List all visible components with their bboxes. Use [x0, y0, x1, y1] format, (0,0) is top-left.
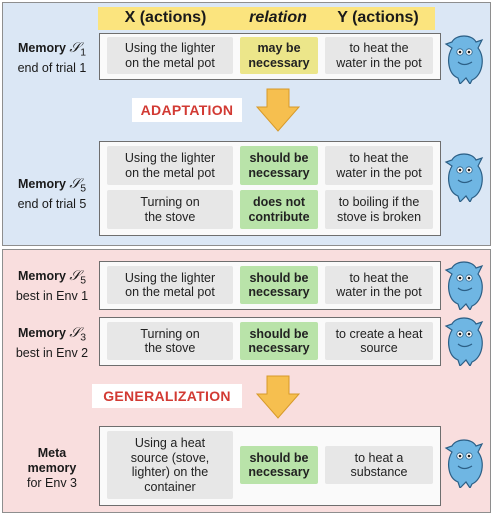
memory-word: Memory: [17, 269, 66, 283]
action-x-cell: Turning on the stove: [107, 322, 233, 360]
memory-subscript: 1: [80, 47, 87, 59]
memory-symbol: 𝒮: [69, 325, 81, 341]
blue-creature-mascot-icon: [444, 261, 484, 310]
action-y-cell: to heat the water in the pot: [325, 146, 433, 185]
memory-s5-group: Using the lighter on the metal pot shoul…: [99, 141, 441, 236]
memory-env1-group: Using the lighter on the metal pot shoul…: [99, 261, 441, 310]
memory-caption: for Env 3: [26, 476, 78, 490]
action-y-cell: to create a heat source: [325, 322, 433, 360]
memory-env2-label: Memory 𝒮3 best in Env 2: [6, 326, 98, 361]
header-relation: relation: [249, 9, 307, 26]
blue-creature-mascot-icon: [444, 439, 484, 488]
action-x-cell: Using the lighter on the metal pot: [107, 37, 233, 74]
memory-symbol: 𝒮: [69, 176, 81, 192]
adaptation-label: ADAPTATION: [132, 98, 242, 122]
down-arrow-icon: [255, 375, 301, 419]
memory-word: Memory: [17, 326, 66, 340]
column-header-band: [98, 7, 435, 30]
memory-s1-label: Memory 𝒮1 end of trial 1: [6, 41, 98, 76]
relation-cell: should be necessary: [240, 322, 318, 360]
memory-caption: best in Env 2: [15, 345, 89, 360]
memory-word: Memory: [17, 41, 66, 55]
action-y-cell: to heat the water in the pot: [325, 37, 433, 74]
action-x-cell: Turning on the stove: [107, 190, 233, 229]
relation-cell: may be necessary: [240, 37, 318, 74]
meta-memory-label: Meta memory for Env 3: [6, 446, 98, 491]
relation-cell: should be necessary: [240, 146, 318, 185]
memory-env1-label: Memory 𝒮5 best in Env 1: [6, 269, 98, 304]
action-x-cell: Using the lighter on the metal pot: [107, 266, 233, 304]
blue-creature-mascot-icon: [444, 153, 484, 202]
down-arrow-icon: [255, 88, 301, 132]
relation-cell: should be necessary: [240, 446, 318, 484]
memory-word: memory: [27, 461, 77, 475]
memory-subscript: 5: [80, 183, 87, 195]
action-x-cell: Using the lighter on the metal pot: [107, 146, 233, 185]
memory-caption: end of trial 5: [17, 196, 87, 211]
header-y-actions: Y (actions): [337, 9, 419, 26]
action-y-cell: to heat a substance: [325, 446, 433, 484]
generalization-label: GENERALIZATION: [92, 384, 242, 408]
memory-caption: best in Env 1: [15, 288, 89, 303]
relation-cell: should be necessary: [240, 266, 318, 304]
blue-creature-mascot-icon: [444, 35, 484, 84]
action-x-cell: Using a heat source (stove, lighter) on …: [107, 431, 233, 499]
memory-env2-group: Turning on the stove should be necessary…: [99, 317, 441, 366]
meta-word: Meta: [37, 446, 67, 460]
header-x-actions: X (actions): [124, 9, 207, 26]
memory-symbol: 𝒮: [69, 268, 81, 284]
memory-s5-label: Memory 𝒮5 end of trial 5: [6, 177, 98, 212]
memory-symbol: 𝒮: [69, 40, 81, 56]
relation-cell: does not contribute: [240, 190, 318, 229]
action-y-cell: to boiling if the stove is broken: [325, 190, 433, 229]
memory-subscript: 5: [80, 275, 87, 287]
meta-memory-group: Using a heat source (stove, lighter) on …: [99, 426, 441, 506]
memory-word: Memory: [17, 177, 66, 191]
memory-subscript: 3: [80, 332, 87, 344]
memory-s1-group: Using the lighter on the metal pot may b…: [99, 33, 441, 80]
memory-caption: end of trial 1: [17, 60, 87, 75]
action-y-cell: to heat the water in the pot: [325, 266, 433, 304]
blue-creature-mascot-icon: [444, 317, 484, 366]
